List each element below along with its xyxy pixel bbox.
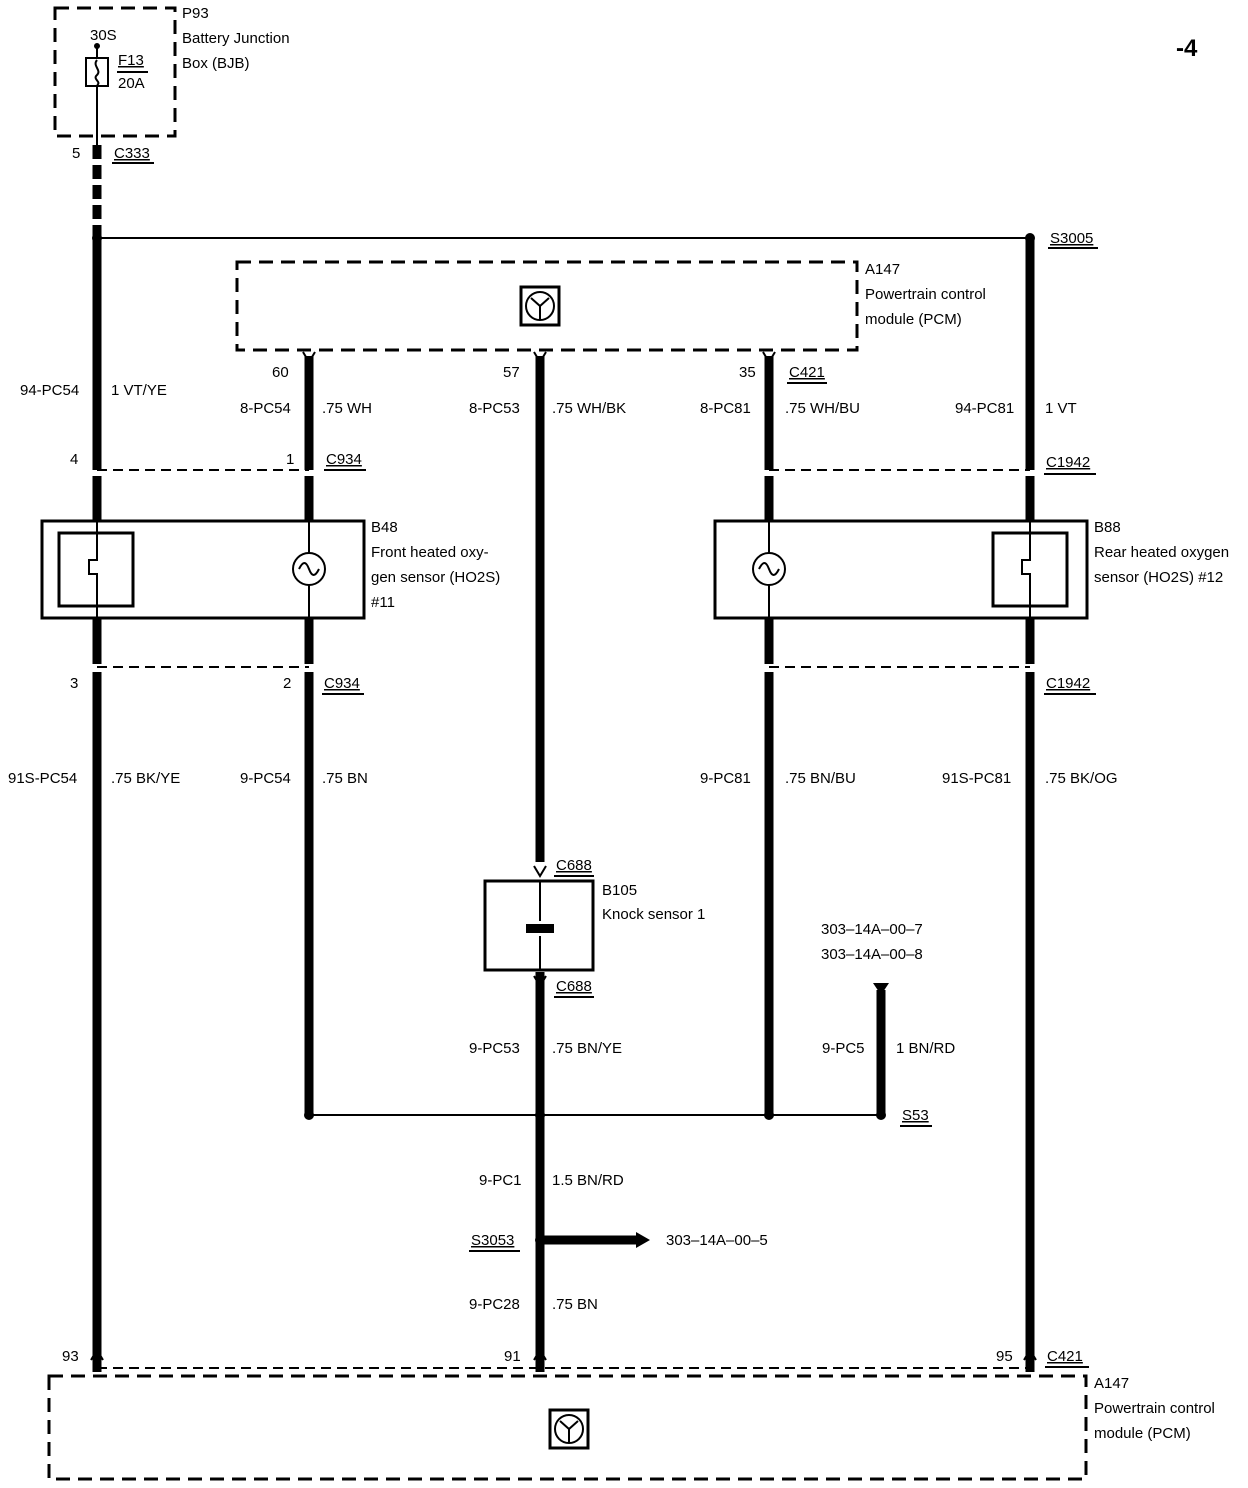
- w5-spec: 1 VT: [1045, 400, 1077, 417]
- ref-arrow-right-icon: [636, 1232, 650, 1248]
- c333-pin: 5: [72, 145, 80, 162]
- s3053-label: S3053: [471, 1232, 514, 1249]
- battery-junction-box: 30S F13 20A P93 Battery Junction Box (BJ…: [53, 5, 290, 148]
- w1-spec: 1 VT/YE: [111, 382, 167, 399]
- w2-spec: .75 WH: [322, 400, 372, 417]
- pcm-bottom-ref: A147: [1094, 1375, 1129, 1392]
- c1942-bottom-label: C1942: [1046, 675, 1090, 692]
- rear-sensor-ref: B88: [1094, 519, 1121, 536]
- knock-connector-bottom: C688: [556, 978, 592, 995]
- pcm-top-name1: Powertrain control: [865, 286, 986, 303]
- knock-sensor: B105 Knock sensor 1: [483, 879, 705, 972]
- front-ho2s-sensor: B48 Front heated oxy- gen sensor (HO2S) …: [40, 519, 500, 620]
- w9-spec: .75 BK/OG: [1045, 770, 1118, 787]
- pcm-bottom-pin-c: 95: [996, 1348, 1013, 1365]
- fuse-id: F13: [118, 52, 144, 69]
- c333-label: C333: [114, 145, 150, 162]
- ref-link-1[interactable]: 303–14A–00–7: [821, 921, 923, 938]
- w6-circuit: 91S-PC54: [8, 770, 77, 787]
- w1-circuit: 94-PC54: [20, 382, 79, 399]
- pcm-top-pin-b: 57: [503, 364, 520, 381]
- fuse-rating: 20A: [118, 75, 145, 92]
- ref-link-2[interactable]: 303–14A–00–8: [821, 946, 923, 963]
- front-sensor-ref: B48: [371, 519, 398, 536]
- rear-sensor-line1: Rear heated oxygen: [1094, 544, 1229, 561]
- bjb-outline: [53, 6, 177, 138]
- w3-circuit: 8-PC53: [469, 400, 520, 417]
- pcm-bottom-name1: Powertrain control: [1094, 1400, 1215, 1417]
- pcm-bottom-name2: module (PCM): [1094, 1425, 1191, 1442]
- rear-sensor-line2: sensor (HO2S) #12: [1094, 569, 1223, 586]
- w12-circuit: 9-PC1: [479, 1172, 522, 1189]
- pcm-bottom-pin-b: 91: [504, 1348, 521, 1365]
- knock-connector-top: C688: [556, 857, 592, 874]
- pcm-top-outline: [235, 260, 859, 352]
- w2-circuit: 8-PC54: [240, 400, 291, 417]
- c934-bottom-pin-right: 2: [283, 675, 291, 692]
- pcm-bottom: A147 Powertrain control module (PCM): [47, 1374, 1215, 1481]
- pcm-top: A147 Powertrain control module (PCM): [235, 260, 986, 352]
- w12-spec: 1.5 BN/RD: [552, 1172, 624, 1189]
- w7-circuit: 9-PC54: [240, 770, 291, 787]
- s53-label: S53: [902, 1107, 929, 1124]
- bjb-name-line2: Box (BJB): [182, 55, 250, 72]
- w4-circuit: 8-PC81: [700, 400, 751, 417]
- pcm-bottom-outline: [47, 1374, 1088, 1481]
- w3-spec: .75 WH/BK: [552, 400, 626, 417]
- bjb-terminal: 30S: [90, 27, 117, 44]
- pcm-bottom-pin-a: 93: [62, 1348, 79, 1365]
- pcm-bottom-connector: C421: [1047, 1348, 1083, 1365]
- bjb-name-line1: Battery Junction: [182, 30, 290, 47]
- w8-spec: .75 BN/BU: [785, 770, 856, 787]
- w13-spec: .75 BN: [552, 1296, 598, 1313]
- knock-name: Knock sensor 1: [602, 906, 705, 923]
- c934-top-label: C934: [326, 451, 362, 468]
- w13-circuit: 9-PC28: [469, 1296, 520, 1313]
- w10-spec: .75 BN/YE: [552, 1040, 622, 1057]
- c934-bottom-label: C934: [324, 675, 360, 692]
- w11-circuit: 9-PC5: [822, 1040, 865, 1057]
- w6-spec: .75 BK/YE: [111, 770, 180, 787]
- s3005-label: S3005: [1050, 230, 1093, 247]
- front-sensor-line3: #11: [371, 594, 395, 611]
- w7-spec: .75 BN: [322, 770, 368, 787]
- pcm-top-connector: C421: [789, 364, 825, 381]
- c934-bottom-pin-left: 3: [70, 675, 78, 692]
- c934-top-pin-right: 1: [286, 451, 294, 468]
- pcm-top-name2: module (PCM): [865, 311, 962, 328]
- w4-spec: .75 WH/BU: [785, 400, 860, 417]
- ref-link-3[interactable]: 303–14A–00–5: [666, 1232, 768, 1249]
- pcm-top-pin-a: 60: [272, 364, 289, 381]
- page-marker: -4: [1176, 35, 1198, 62]
- pcm-top-pin-c: 35: [739, 364, 756, 381]
- front-sensor-line2: gen sensor (HO2S): [371, 569, 500, 586]
- knock-element-icon: [526, 924, 554, 933]
- c1942-top-label: C1942: [1046, 454, 1090, 471]
- rear-ho2s-sensor: B88 Rear heated oxygen sensor (HO2S) #12: [713, 519, 1229, 620]
- w10-circuit: 9-PC53: [469, 1040, 520, 1057]
- front-sensor-line1: Front heated oxy-: [371, 544, 489, 561]
- w8-circuit: 9-PC81: [700, 770, 751, 787]
- w11-spec: 1 BN/RD: [896, 1040, 955, 1057]
- w9-circuit: 91S-PC81: [942, 770, 1011, 787]
- bjb-ref: P93: [182, 5, 209, 22]
- c934-top-pin-left: 4: [70, 451, 78, 468]
- pcm-top-ref: A147: [865, 261, 900, 278]
- w5-circuit: 94-PC81: [955, 400, 1014, 417]
- knock-ref: B105: [602, 882, 637, 899]
- ref-arrow-icon: [873, 983, 889, 995]
